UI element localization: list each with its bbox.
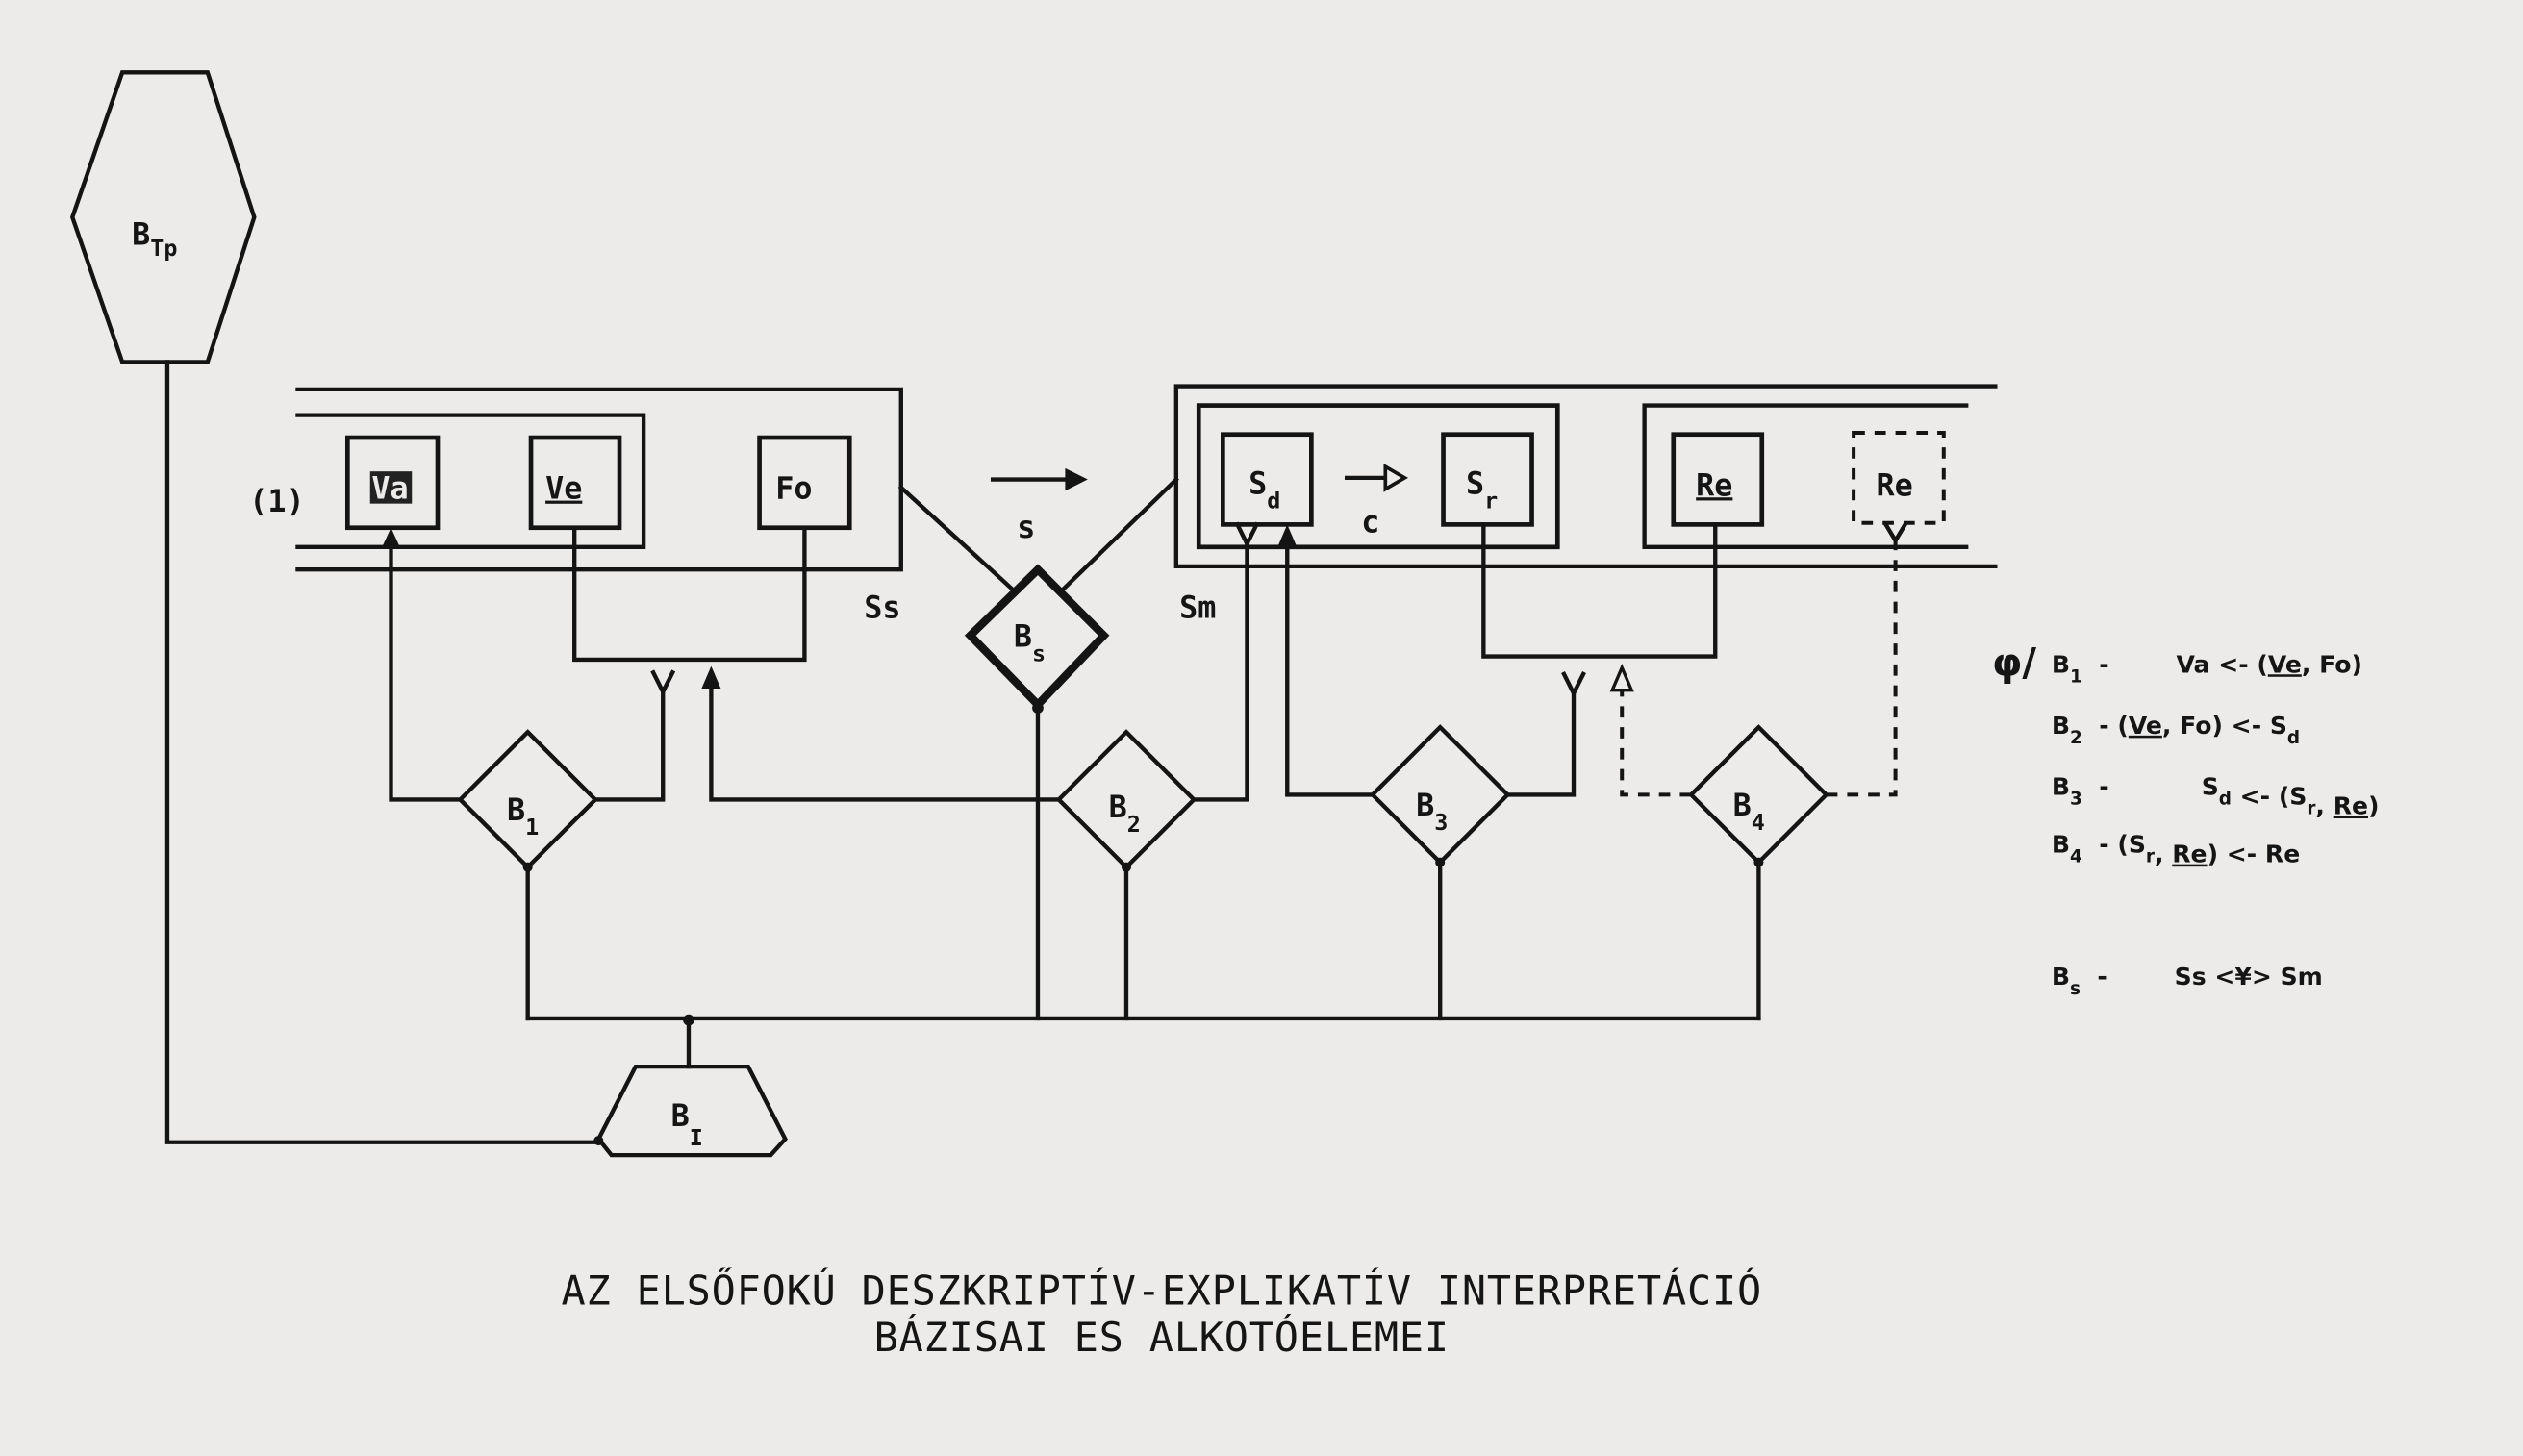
svg-text:c: c	[1361, 506, 1379, 540]
legend-row: Bs - Ss <¥> Sm	[2052, 963, 2323, 999]
node-bi: BI	[593, 1064, 788, 1158]
box-fo: Fo	[775, 472, 812, 507]
svg-text:Bs: Bs	[1014, 620, 1046, 667]
label-ss: Ss	[864, 590, 900, 625]
svg-text:Re: Re	[1696, 468, 1732, 503]
legend-row: B1 - Va <- (Ve, Fo)	[2052, 650, 2362, 687]
sm-to-bs-link	[1058, 476, 1179, 594]
svg-text:s: s	[1017, 511, 1035, 545]
legend-row: B2 - (Ve, Fo) <- Sd	[2052, 712, 2300, 748]
svg-text:B1: B1	[507, 793, 539, 841]
ss-to-bs-link	[897, 484, 1017, 594]
box-ve: Ve	[545, 472, 582, 507]
svg-text:Sr: Sr	[1466, 467, 1498, 515]
sr-re-link	[1481, 522, 1718, 659]
svg-text:B3: B3	[1416, 789, 1448, 836]
b3-to-sd-link	[1285, 541, 1375, 797]
node-btp: BTp	[69, 70, 257, 364]
btp-to-bi-link	[164, 360, 601, 1144]
b1-to-va-link	[389, 541, 463, 802]
transition-arrow: s	[990, 467, 1088, 545]
base-bus	[525, 702, 1761, 1069]
svg-text:BI: BI	[671, 1099, 703, 1151]
svg-text:B2: B2	[1109, 791, 1141, 838]
label-sm: Sm	[1179, 590, 1216, 625]
b2-to-ve-fo-link	[709, 681, 1061, 802]
right-system-sm: Sd c Sr Re Re Sm	[1173, 384, 1998, 625]
node-bs: Bs	[964, 564, 1110, 714]
node-b2: B2	[1055, 729, 1198, 872]
marker-1: (1)	[249, 485, 304, 519]
caption-line-2: BÁZISAI ES ALKOTÓELEMEI	[874, 1313, 1450, 1361]
legend-row: B3 - Sd <- (Sr, Re)	[2052, 772, 2380, 819]
ve-fo-link	[572, 525, 807, 663]
svg-text:Sd: Sd	[1249, 467, 1280, 515]
svg-text:Re: Re	[1877, 468, 1913, 503]
legend-row: B4 - (Sr, Re) <- Re	[2052, 831, 2300, 868]
svg-text:BTp: BTp	[132, 217, 177, 262]
caption-line-1: AZ ELSŐFOKÚ DESZKRIPTÍV-EXPLIKATÍV INTER…	[562, 1267, 1762, 1315]
svg-text:B4: B4	[1733, 789, 1765, 836]
left-system-ss: (1) Va Ve Fo Ss	[249, 387, 903, 625]
node-b1: B1	[457, 729, 599, 872]
legend-prefix: φ/	[1992, 641, 2036, 686]
b4-to-sr-re-link	[1620, 689, 1692, 797]
box-va: Va	[371, 472, 408, 507]
legend: φ/ B1 - Va <- (Ve, Fo) B2 - (Ve, Fo) <- S…	[1992, 641, 2380, 999]
node-b3: B3	[1369, 724, 1511, 867]
node-b4: B4	[1688, 724, 1829, 867]
